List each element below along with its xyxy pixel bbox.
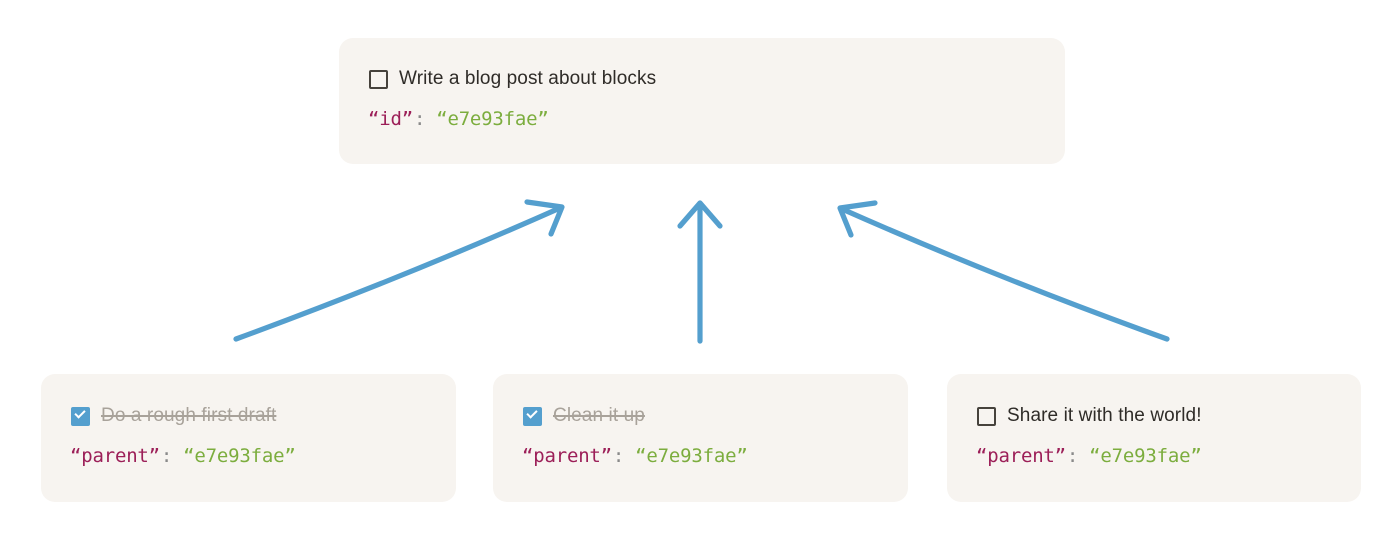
child-task-row[interactable]: Clean it up bbox=[523, 405, 645, 427]
json-value: “e7e93fae” bbox=[1089, 445, 1202, 467]
json-key: “id” bbox=[368, 108, 413, 130]
json-value: “e7e93fae” bbox=[635, 445, 748, 467]
checkbox-unchecked-icon[interactable] bbox=[977, 406, 996, 426]
json-colon: : bbox=[612, 445, 625, 467]
child-json-line: “parent”: “e7e93fae” bbox=[522, 445, 748, 467]
json-colon: : bbox=[160, 445, 173, 467]
check-tick-icon bbox=[526, 407, 538, 419]
child-task-card[interactable]: Do a rough first draft “parent”: “e7e93fa… bbox=[41, 374, 456, 502]
checkbox-checked-icon[interactable] bbox=[71, 406, 90, 426]
child-task-card[interactable]: Share it with the world! “parent”: “e7e93… bbox=[947, 374, 1361, 502]
parent-task-label: Write a blog post about blocks bbox=[399, 68, 657, 89]
json-key: “parent” bbox=[976, 445, 1066, 467]
json-colon: : bbox=[413, 108, 426, 130]
child-task-card[interactable]: Clean it up “parent”: “e7e93fae” bbox=[493, 374, 908, 502]
checkbox-unchecked-icon[interactable] bbox=[369, 69, 388, 89]
check-tick-icon bbox=[74, 407, 86, 419]
arrow-child-2-to-parent bbox=[837, 200, 1170, 342]
child-task-label: Clean it up bbox=[553, 405, 645, 426]
child-task-label: Share it with the world! bbox=[1007, 405, 1202, 426]
child-task-row[interactable]: Do a rough first draft bbox=[71, 405, 276, 427]
child-task-row[interactable]: Share it with the world! bbox=[977, 405, 1202, 427]
child-json-line: “parent”: “e7e93fae” bbox=[70, 445, 296, 467]
child-json-line: “parent”: “e7e93fae” bbox=[976, 445, 1202, 467]
child-task-label: Do a rough first draft bbox=[101, 405, 277, 426]
json-key: “parent” bbox=[522, 445, 612, 467]
arrow-child-1-to-parent bbox=[677, 200, 723, 344]
json-value: “e7e93fae” bbox=[183, 445, 296, 467]
json-key: “parent” bbox=[70, 445, 160, 467]
arrow-child-0-to-parent bbox=[233, 199, 565, 342]
json-colon: : bbox=[1066, 445, 1079, 467]
checkbox-checked-icon[interactable] bbox=[523, 406, 542, 426]
parent-task-card[interactable]: Write a blog post about blocks “id”: “e7e… bbox=[339, 38, 1065, 164]
parent-task-row[interactable]: Write a blog post about blocks bbox=[369, 68, 656, 90]
json-value: “e7e93fae” bbox=[436, 108, 549, 130]
parent-json-line: “id”: “e7e93fae” bbox=[368, 108, 549, 130]
